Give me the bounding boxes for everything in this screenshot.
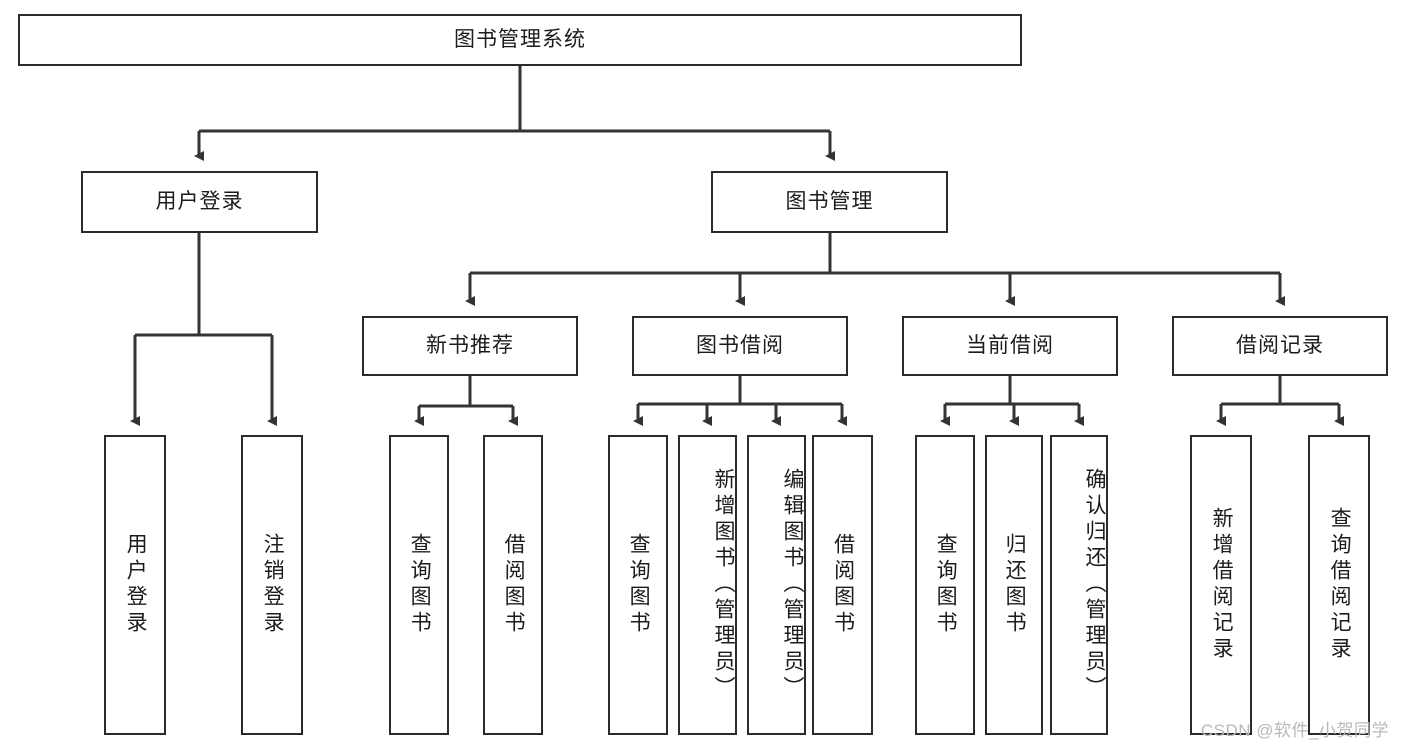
node-label: 确认归还（管理员） xyxy=(1083,468,1106,702)
node-leaf-logout[interactable]: 注销登录 xyxy=(241,435,303,735)
node-new-book-recommendation[interactable]: 新书推荐 xyxy=(362,316,578,376)
node-leaf-query-book-recommendation[interactable]: 查询图书 xyxy=(389,435,449,735)
node-book-borrowing[interactable]: 图书借阅 xyxy=(632,316,848,376)
node-label: 借阅记录 xyxy=(1236,334,1324,358)
node-label: 新增借阅记录 xyxy=(1210,507,1234,663)
node-label: 图书管理 xyxy=(785,190,874,214)
node-leaf-borrow-book-recommendation[interactable]: 借阅图书 xyxy=(483,435,543,735)
node-leaf-query-book-current[interactable]: 查询图书 xyxy=(915,435,975,735)
node-label: 借阅图书 xyxy=(502,533,526,637)
node-label: 用户登录 xyxy=(124,533,148,637)
node-label: 查询图书 xyxy=(408,533,432,637)
node-label: 查询图书 xyxy=(934,533,958,637)
node-leaf-query-book-borrowing[interactable]: 查询图书 xyxy=(608,435,668,735)
node-label: 用户登录 xyxy=(155,190,244,214)
csdn-watermark: CSDN @软件_小贺同学 xyxy=(1200,721,1389,740)
node-leaf-add-borrowing-record[interactable]: 新增借阅记录 xyxy=(1190,435,1252,735)
node-label: 新增图书（管理员） xyxy=(712,468,735,702)
node-current-borrowing[interactable]: 当前借阅 xyxy=(902,316,1118,376)
node-user-login[interactable]: 用户登录 xyxy=(81,171,318,233)
node-label: 图书借阅 xyxy=(696,334,784,358)
node-leaf-add-book-admin[interactable]: 新增图书（管理员） xyxy=(678,435,737,735)
node-book-management[interactable]: 图书管理 xyxy=(711,171,948,233)
node-label: 归还图书 xyxy=(1003,533,1027,637)
node-leaf-return-book[interactable]: 归还图书 xyxy=(985,435,1043,735)
node-label: 编辑图书（管理员） xyxy=(781,468,804,702)
node-label: 当前借阅 xyxy=(966,334,1054,358)
node-root-book-management-system[interactable]: 图书管理系统 xyxy=(18,14,1022,66)
node-borrowing-record[interactable]: 借阅记录 xyxy=(1172,316,1388,376)
node-leaf-borrow-book-borrowing[interactable]: 借阅图书 xyxy=(812,435,873,735)
node-label: 注销登录 xyxy=(261,533,285,637)
node-label: 查询图书 xyxy=(627,533,651,637)
node-leaf-confirm-return-admin[interactable]: 确认归还（管理员） xyxy=(1050,435,1108,735)
node-leaf-query-borrowing-record[interactable]: 查询借阅记录 xyxy=(1308,435,1370,735)
node-label: 借阅图书 xyxy=(831,533,855,637)
node-label: 新书推荐 xyxy=(426,334,514,358)
node-label: 图书管理系统 xyxy=(454,28,586,52)
node-leaf-edit-book-admin[interactable]: 编辑图书（管理员） xyxy=(747,435,806,735)
node-leaf-user-login[interactable]: 用户登录 xyxy=(104,435,166,735)
node-label: 查询借阅记录 xyxy=(1328,507,1352,663)
